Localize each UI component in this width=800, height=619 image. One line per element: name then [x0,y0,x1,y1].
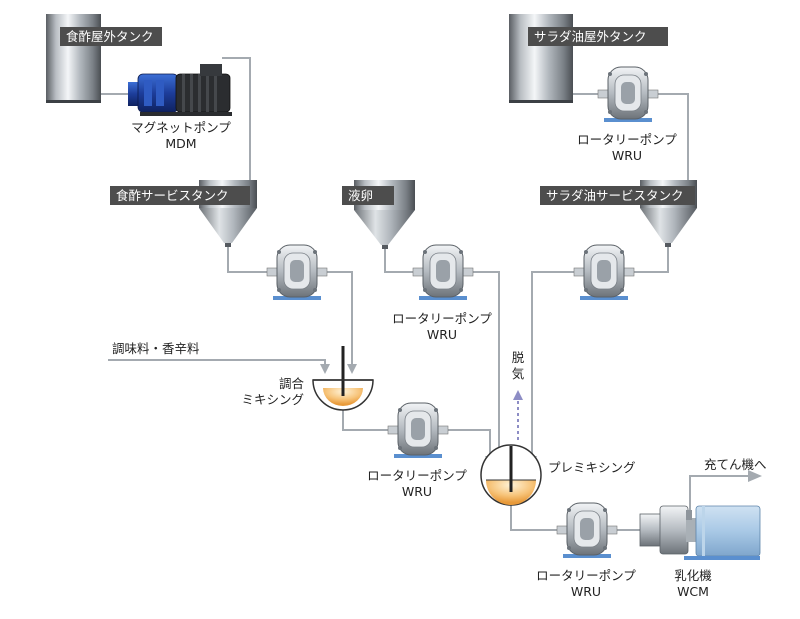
deaeration-label-line1: 脱 [512,350,525,365]
tank-tag [540,186,695,205]
rotary-pump-top-model: WRU [612,148,642,163]
vinegar-service-tank-label: 食酢サービスタンク [116,188,229,203]
salad-oil-outdoor-tank: サラダ油屋外タンク [509,14,668,103]
rotary-pump-top-name: ロータリーポンプ [577,132,677,147]
rotary-pump-mix: ロータリーポンプ WRU [367,402,467,499]
rotary-pump-bottom-name: ロータリーポンプ [536,568,636,583]
deaeration: 脱 気 [512,350,525,440]
rotary-pump-bottom-model: WRU [571,584,601,599]
premix-label: プレミキシング [548,460,636,475]
emulsifier-model: WCM [677,584,709,599]
magnet-pump-model: MDM [165,136,196,151]
rotary-pump-center: ロータリーポンプ WRU [392,244,492,342]
premix-vessel: プレミキシング [480,444,636,506]
seasoning-input-label: 調味料・香辛料 [112,341,200,356]
salad-oil-outdoor-tank-label: サラダ油屋外タンク [534,29,647,44]
emulsifier-name: 乳化機 [674,568,712,583]
rotary-pump-mix-name: ロータリーポンプ [367,468,467,483]
blend-mixer-label-line1: 調合 [279,376,305,391]
blend-mixer: 調合 ミキシング [241,346,374,411]
tank-tag [528,27,668,46]
rotary-pump-oil [573,244,635,301]
tank-tag [60,27,162,46]
salad-oil-service-tank-label: サラダ油サービスタンク [546,188,684,203]
vinegar-outdoor-tank: 食酢屋外タンク [46,14,162,103]
seasoning-arrowhead [320,364,330,374]
liquid-egg-tank-label: 液卵 [348,188,373,203]
rotary-pump-center-name: ロータリーポンプ [392,311,492,326]
liquid-egg-tank: 液卵 [342,180,415,249]
rotary-pump-top: ロータリーポンプ WRU [577,66,677,163]
tank-tag [110,186,250,205]
rotary-pump-bottom: ロータリーポンプ WRU [536,502,636,599]
outlet-arrowhead [748,470,762,482]
tank-tag [342,186,394,205]
emulsifier: 乳化機 WCM [639,505,761,599]
magnet-pump: マグネットポンプ MDM [128,64,232,151]
rotary-pump-vinegar [266,244,328,301]
piping [101,57,762,531]
rotary-pump-center-model: WRU [427,327,457,342]
vinegar-arrowhead [347,364,357,374]
rotary-pump-mix-model: WRU [402,484,432,499]
salad-oil-service-tank: サラダ油サービスタンク [540,180,697,247]
blend-mixer-label-line2: ミキシング [241,392,304,407]
output-label: 充てん機へ [704,457,767,472]
deaeration-label-line2: 気 [512,366,525,381]
vinegar-outdoor-tank-label: 食酢屋外タンク [66,29,154,44]
deaeration-arrowhead [513,390,523,400]
magnet-pump-name: マグネットポンプ [131,120,231,135]
vinegar-service-tank: 食酢サービスタンク [110,180,257,247]
